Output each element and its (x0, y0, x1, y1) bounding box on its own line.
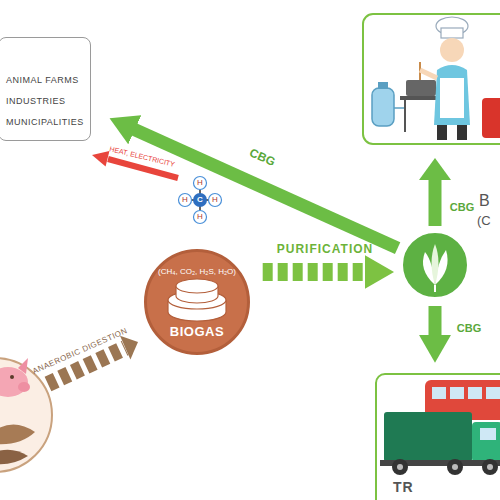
atom-label: H (197, 212, 203, 221)
digestion-arrow (48, 348, 125, 384)
supply-arrow (419, 158, 451, 226)
cook-illustration (434, 65, 470, 125)
node-text: ANIMAL FARMS (6, 75, 79, 85)
biogas-tank-icon (168, 279, 226, 321)
cook-illustration (441, 28, 463, 38)
cook-illustration (372, 88, 394, 126)
transport-illustration (468, 387, 482, 399)
cooking-panel (363, 14, 500, 144)
atom-label: C (197, 195, 203, 204)
edge-label: PURIFICATION (277, 243, 373, 257)
transport-illustration (486, 387, 500, 399)
cook-illustration (394, 107, 404, 109)
transport-illustration (447, 459, 463, 475)
flow-arrow (134, 129, 398, 248)
transport-illustration (380, 380, 500, 475)
biomethane-leaf-icon (434, 285, 436, 292)
methane-molecule (209, 194, 222, 207)
node-text: TR (393, 479, 414, 495)
node-text: BIOGAS (144, 325, 250, 340)
cook-illustration (404, 100, 406, 132)
feedstock-illustration (0, 424, 35, 444)
node-text: B (479, 192, 490, 210)
cook-illustration (372, 17, 500, 140)
feedstock-illustration (0, 450, 28, 465)
feedstock-illustration (0, 358, 52, 472)
biomethane-leaf-icon (432, 244, 439, 285)
methane-molecule (193, 193, 207, 207)
methane-molecule (194, 211, 207, 224)
output-label: HEAT, ELECTRICITY (109, 145, 176, 169)
cooking-panel (363, 14, 500, 144)
flow-arrow (263, 263, 366, 281)
feedstock-illustration (18, 382, 30, 392)
atom-label: H (182, 195, 188, 204)
cook-illustration (457, 125, 467, 140)
transport-illustration (487, 464, 493, 470)
cook-illustration (482, 98, 500, 138)
biomethane-circle-outline (402, 232, 469, 299)
transport-illustration (450, 387, 464, 399)
methane-molecule (194, 177, 207, 190)
atom-label: H (212, 195, 218, 204)
edge-label: CBG (457, 322, 481, 335)
supply-arrow (419, 158, 451, 180)
digestion-arrow (120, 336, 138, 360)
node-text: (CH₄, CO₂, H₂S, H₂O) (144, 267, 250, 276)
cook-illustration (440, 38, 464, 62)
transport-illustration (482, 459, 498, 475)
transport-illustration (392, 459, 408, 475)
methane-molecule (179, 177, 222, 224)
cook-illustration (420, 70, 437, 78)
transport-illustration (432, 387, 446, 399)
cook-illustration (406, 80, 436, 96)
transport-illustration (397, 464, 403, 470)
flow-arrow (429, 306, 442, 336)
feedstock-illustration (0, 358, 52, 472)
atom-label: H (197, 178, 203, 187)
heat-arrow (92, 151, 109, 167)
flow-label: CBG (450, 201, 474, 214)
cook-illustration (378, 82, 388, 89)
biogas-tank-icon (176, 279, 218, 293)
transport-illustration (384, 412, 472, 462)
node-text: (C (477, 214, 491, 229)
source-box: ANIMAL FARMS INDUSTRIES MUNICIPALITIES (0, 37, 91, 141)
edge-label: CBG (247, 146, 277, 169)
node-text: MUNICIPALITIES (6, 117, 84, 127)
cook-illustration (440, 78, 464, 118)
process-label: ANAEROBIC DIGESTION (31, 326, 129, 376)
methane-molecule (179, 194, 192, 207)
transport-illustration (452, 464, 458, 470)
feedstock-illustration (10, 375, 14, 379)
biomethane-leaf-icon (423, 244, 448, 292)
transport-illustration (472, 422, 500, 462)
transport-illustration (480, 428, 496, 440)
feedstock-illustration (18, 358, 28, 374)
supply-arrow (429, 178, 442, 226)
node-text: INDUSTRIES (6, 96, 66, 106)
cook-illustration (437, 125, 447, 140)
